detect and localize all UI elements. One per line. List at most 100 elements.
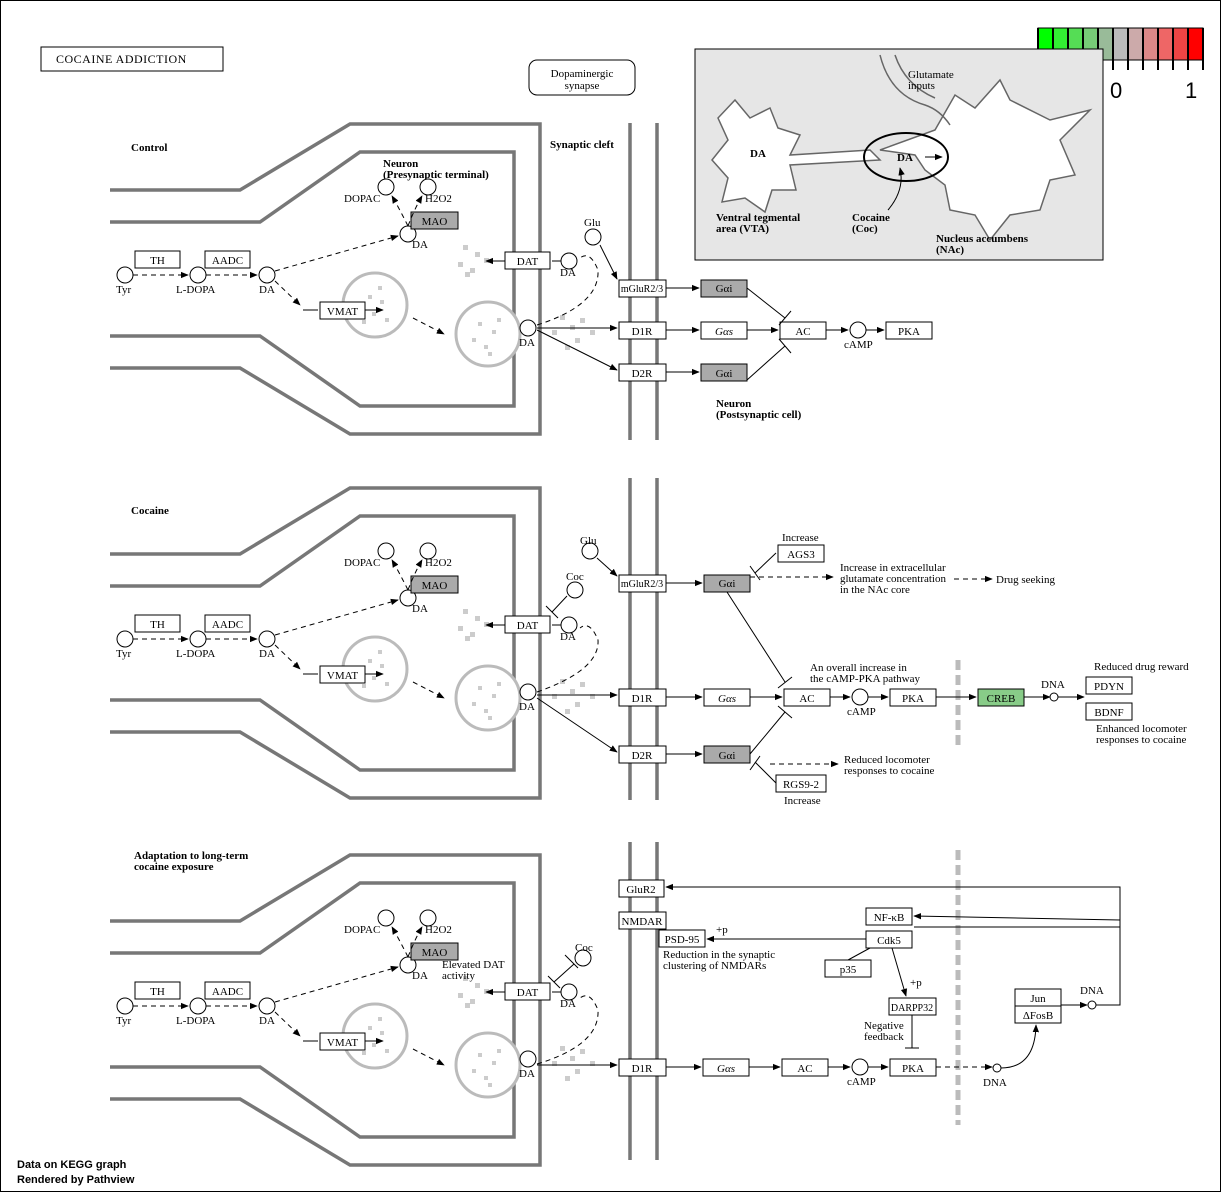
svg-text:(Coc): (Coc) (852, 223, 878, 235)
gene-d1r-1: D1R (618, 321, 667, 340)
gene-th-2: TH (134, 614, 181, 633)
svg-text:Glutamate: Glutamate (908, 69, 954, 81)
gene-mao-1: MAO (410, 211, 459, 230)
panel-control: mGluR2/3 D1R D2R Gαi Gαs Gαi AC PKA Glu … (536, 217, 933, 382)
gene-gas-1: Gαs (700, 321, 748, 340)
svg-text:NMDAR: NMDAR (622, 916, 664, 928)
svg-text:DNA: DNA (1080, 985, 1104, 997)
svg-text:PKA: PKA (902, 1063, 924, 1075)
svg-text:activity: activity (442, 970, 475, 982)
gene-nmdar: NMDAR (618, 911, 667, 930)
legend-cell (1173, 28, 1188, 60)
gene-ac-2: AC (783, 688, 831, 707)
svg-text:D2R: D2R (632, 750, 653, 762)
panel-adaptation: GluR2 NMDAR PSD-95 D1R Gαs AC PKA NF-κB … (442, 879, 1121, 1089)
gene-aadc-3: AADC (204, 981, 251, 1000)
svg-text:Gαs: Gαs (717, 1063, 735, 1075)
svg-text:Jun: Jun (1030, 993, 1046, 1005)
svg-text:Increase in extracellular: Increase in extracellular (840, 562, 946, 574)
svg-text:feedback: feedback (864, 1031, 904, 1043)
svg-text:D1R: D1R (632, 326, 653, 338)
gene-gai-2b: Gαi (703, 745, 751, 764)
svg-text:AC: AC (795, 326, 810, 338)
gene-cdk5: Cdk5 (865, 930, 913, 949)
svg-text:Glu: Glu (584, 217, 601, 229)
synaptic-cleft-label: Synaptic cleft (550, 139, 614, 151)
svg-text:AADC: AADC (212, 255, 243, 267)
svg-text:Elevated DAT: Elevated DAT (442, 959, 505, 971)
gene-vmat-3: VMAT (319, 1032, 366, 1051)
svg-text:D1R: D1R (632, 693, 653, 705)
neuron-pre-label-1: Neuron (383, 158, 418, 170)
gene-gai-2a: Gαi (703, 574, 751, 593)
svg-text:Gαi: Gαi (719, 578, 736, 590)
svg-text:DA: DA (259, 648, 275, 660)
gene-aadc-1: AADC (204, 250, 251, 269)
gene-pka-3: PKA (889, 1058, 937, 1077)
gene-pdyn: PDYN (1085, 676, 1133, 695)
gene-th-1: TH (134, 250, 181, 269)
gene-bdnf: BDNF (1085, 702, 1133, 721)
svg-text:DAT: DAT (517, 987, 539, 999)
svg-text:glutamate concentration: glutamate concentration (840, 573, 946, 585)
gene-psd95: PSD-95 (658, 929, 706, 948)
gene-vmat-2: VMAT (319, 665, 366, 684)
svg-text:L-DOPA: L-DOPA (176, 648, 215, 660)
gene-gai-1b: Gαi (700, 363, 748, 382)
svg-text:Reduced locomoter: Reduced locomoter (844, 754, 930, 766)
svg-text:AADC: AADC (212, 619, 243, 631)
svg-text:DA: DA (560, 631, 576, 643)
svg-text:DOPAC: DOPAC (344, 924, 380, 936)
svg-text:DA: DA (259, 284, 275, 296)
svg-text:DOPAC: DOPAC (344, 557, 380, 569)
svg-text:(NAc): (NAc) (936, 244, 964, 256)
gene-fosb: ΔFosB (1014, 1005, 1062, 1024)
gene-dat-3: DAT (504, 982, 551, 1001)
svg-text:Gαi: Gαi (716, 283, 733, 295)
gene-pka-2: PKA (889, 688, 937, 707)
svg-text:responses to cocaine: responses to cocaine (1096, 734, 1187, 746)
panel-label-adaptation-2: cocaine exposure (134, 861, 214, 873)
svg-text:Glu: Glu (580, 535, 597, 547)
gene-dat-1: DAT (504, 251, 551, 270)
svg-text:Gαs: Gαs (718, 693, 736, 705)
svg-text:DA: DA (412, 603, 428, 615)
svg-text:DA: DA (519, 701, 535, 713)
svg-text:Cdk5: Cdk5 (877, 935, 901, 947)
gene-d2r-2: D2R (618, 745, 667, 764)
svg-text:BDNF: BDNF (1094, 707, 1123, 719)
svg-text:D1R: D1R (632, 1063, 653, 1075)
inset-overview: Glutamate inputs DA DA Ventral tegmental… (694, 48, 1104, 261)
svg-text:cAMP: cAMP (844, 339, 873, 351)
svg-text:DA: DA (259, 1015, 275, 1027)
svg-text:CREB: CREB (987, 693, 1016, 705)
svg-text:H2O2: H2O2 (425, 557, 452, 569)
svg-text:Enhanced locomoter: Enhanced locomoter (1096, 723, 1187, 735)
gene-ac-1: AC (779, 321, 827, 340)
svg-text:TH: TH (150, 255, 165, 267)
svg-text:DA: DA (560, 998, 576, 1010)
svg-text:Nucleus accumbens: Nucleus accumbens (936, 233, 1029, 245)
legend-cell (1113, 28, 1128, 60)
footer-line-2: Rendered by Pathview (17, 1174, 135, 1186)
gene-ac-3: AC (781, 1058, 829, 1077)
svg-text:Gαi: Gαi (719, 750, 736, 762)
synapse-label: Dopaminergic synapse (528, 59, 636, 96)
svg-text:VMAT: VMAT (327, 306, 358, 318)
svg-text:Reduced drug reward: Reduced drug reward (1094, 661, 1189, 673)
svg-text:AADC: AADC (212, 986, 243, 998)
svg-text:mGluR2/3: mGluR2/3 (621, 579, 663, 590)
svg-text:MAO: MAO (422, 580, 448, 592)
svg-text:DAT: DAT (517, 256, 539, 268)
svg-text:DOPAC: DOPAC (344, 193, 380, 205)
panel-label-adaptation-1: Adaptation to long-term (134, 850, 248, 862)
svg-text:DARPP32: DARPP32 (891, 1003, 933, 1014)
svg-text:AC: AC (797, 1063, 812, 1075)
legend-cell (1158, 28, 1173, 60)
svg-text:mGluR2/3: mGluR2/3 (621, 284, 663, 295)
svg-text:Increase: Increase (784, 795, 821, 807)
svg-text:H2O2: H2O2 (425, 924, 452, 936)
legend-cell (1143, 28, 1158, 60)
svg-text:D2R: D2R (632, 368, 653, 380)
